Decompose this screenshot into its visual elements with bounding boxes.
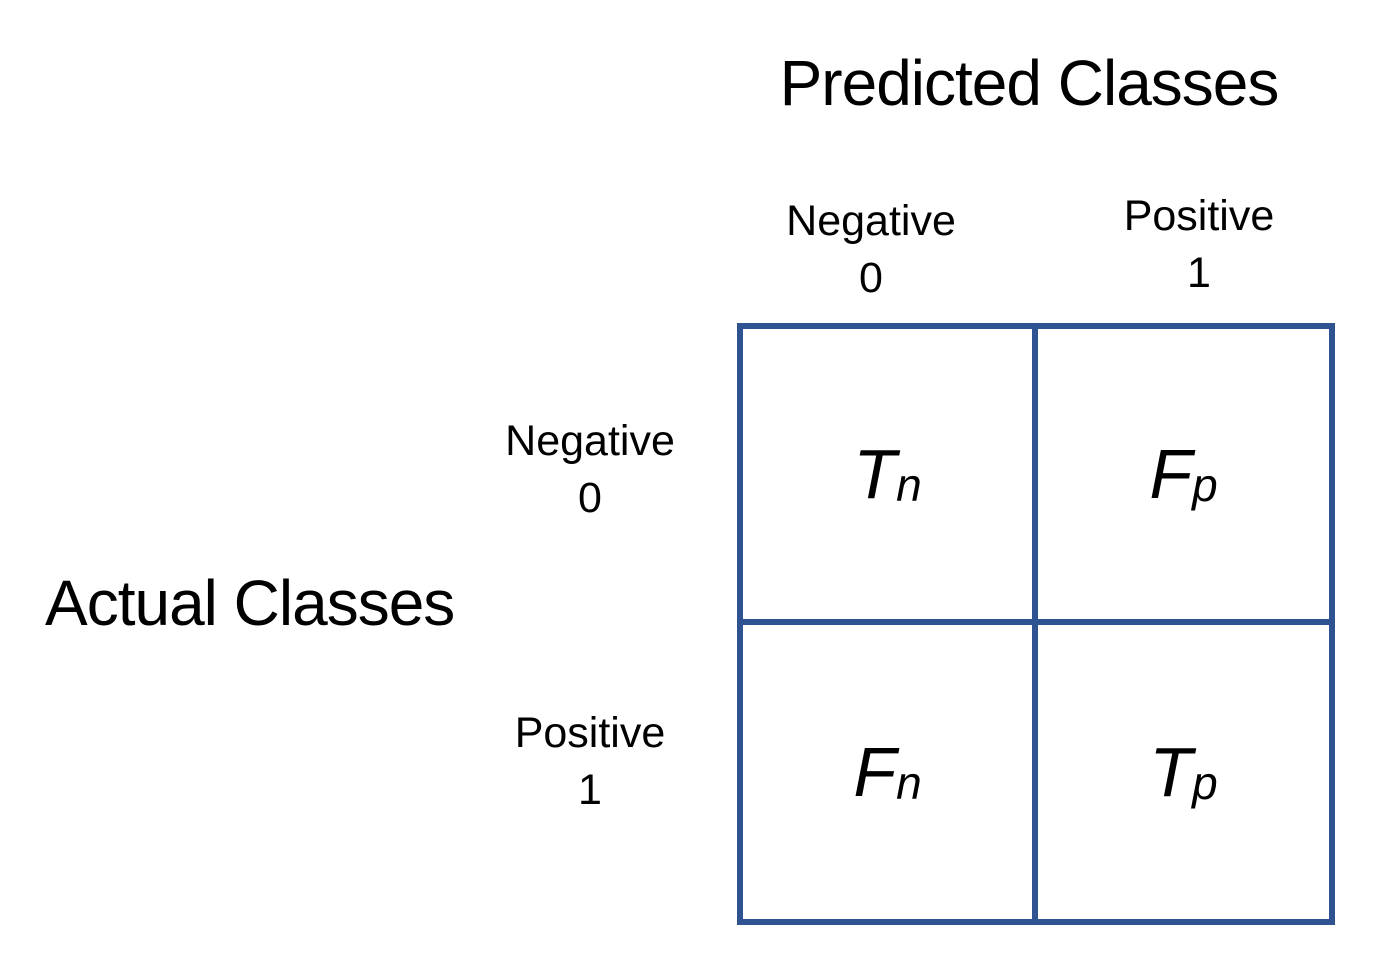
column-header-negative: Negative 0	[711, 193, 1031, 307]
column-header-positive: Positive 1	[1039, 188, 1359, 302]
column-header-label: Negative	[786, 197, 956, 245]
row-header-label: Positive	[514, 709, 666, 757]
cell-main-letter: T	[1149, 733, 1193, 811]
confusion-matrix-grid: Tn Fp Fn Tp	[737, 323, 1335, 925]
cell-main-letter: T	[853, 435, 897, 513]
column-header-label: Positive	[1123, 192, 1275, 240]
cell-true-positive: Tp	[1038, 625, 1329, 919]
column-header-value: 0	[859, 254, 883, 302]
cell-subscript: n	[896, 459, 922, 511]
row-header-label: Negative	[505, 417, 675, 465]
row-header-value: 1	[578, 766, 602, 814]
cell-false-positive: Fp	[1038, 329, 1329, 625]
cell-main-letter: F	[853, 733, 897, 811]
cell-true-negative: Tn	[743, 329, 1038, 625]
cell-subscript: p	[1192, 757, 1218, 809]
column-header-value: 1	[1187, 249, 1211, 297]
predicted-classes-title: Predicted Classes	[779, 47, 1280, 119]
cell-subscript: p	[1192, 459, 1218, 511]
cell-false-positive-text: Fp	[1149, 434, 1217, 514]
row-header-value: 0	[578, 474, 602, 522]
cell-true-positive-text: Tp	[1149, 732, 1217, 812]
row-header-positive: Positive 1	[460, 705, 720, 819]
row-header-negative: Negative 0	[460, 413, 720, 527]
actual-classes-label: Actual Classes	[45, 567, 455, 639]
cell-true-negative-text: Tn	[853, 434, 921, 514]
cell-false-negative: Fn	[743, 625, 1038, 919]
cell-subscript: n	[896, 757, 922, 809]
cell-main-letter: F	[1149, 435, 1193, 513]
cell-false-negative-text: Fn	[853, 732, 921, 812]
